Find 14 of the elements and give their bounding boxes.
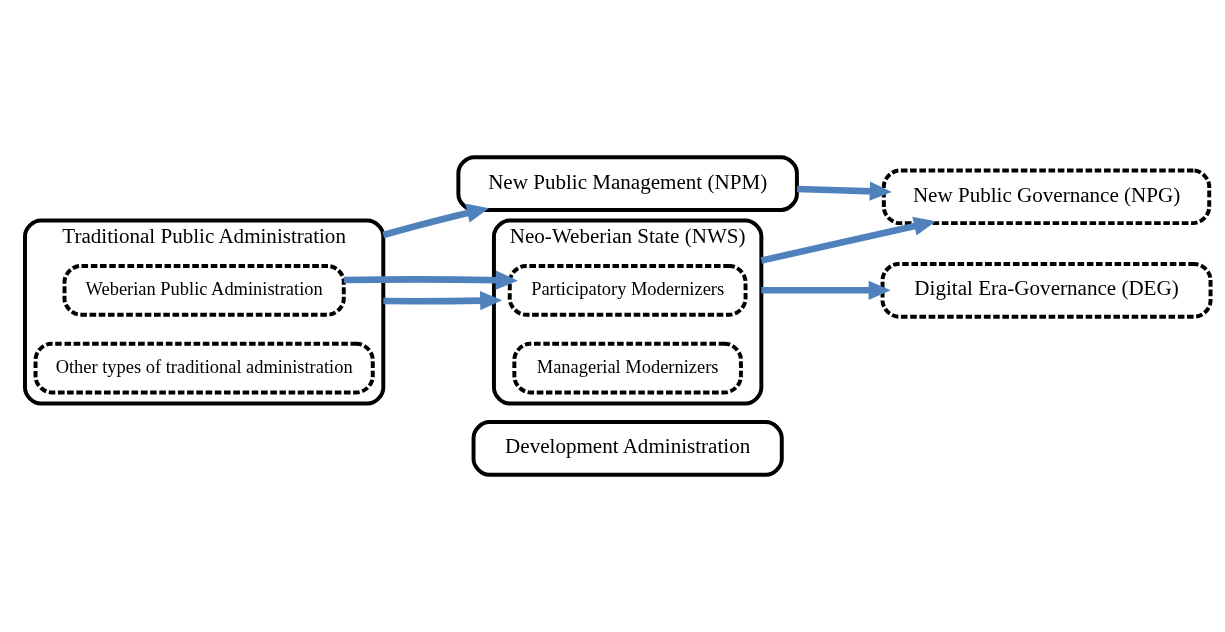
arrow	[760, 216, 936, 264]
arrow	[343, 270, 518, 290]
node-box: New Public Management (NPM)	[456, 155, 799, 212]
node-box: New Public Governance (NPG)	[881, 168, 1212, 226]
arrow	[383, 291, 503, 311]
arrow	[761, 280, 891, 300]
node-box: Development Administration	[471, 420, 784, 477]
node-box: Weberian Public Administration	[62, 263, 346, 317]
node-box: Managerial Modernizers	[512, 341, 743, 395]
node-box: Digital Era-Governance (DEG)	[880, 262, 1213, 319]
arrow	[382, 203, 489, 239]
node-box: Other types of traditional administration	[33, 341, 375, 395]
node-box: Participatory Modernizers	[507, 263, 748, 317]
arrow	[796, 181, 892, 201]
